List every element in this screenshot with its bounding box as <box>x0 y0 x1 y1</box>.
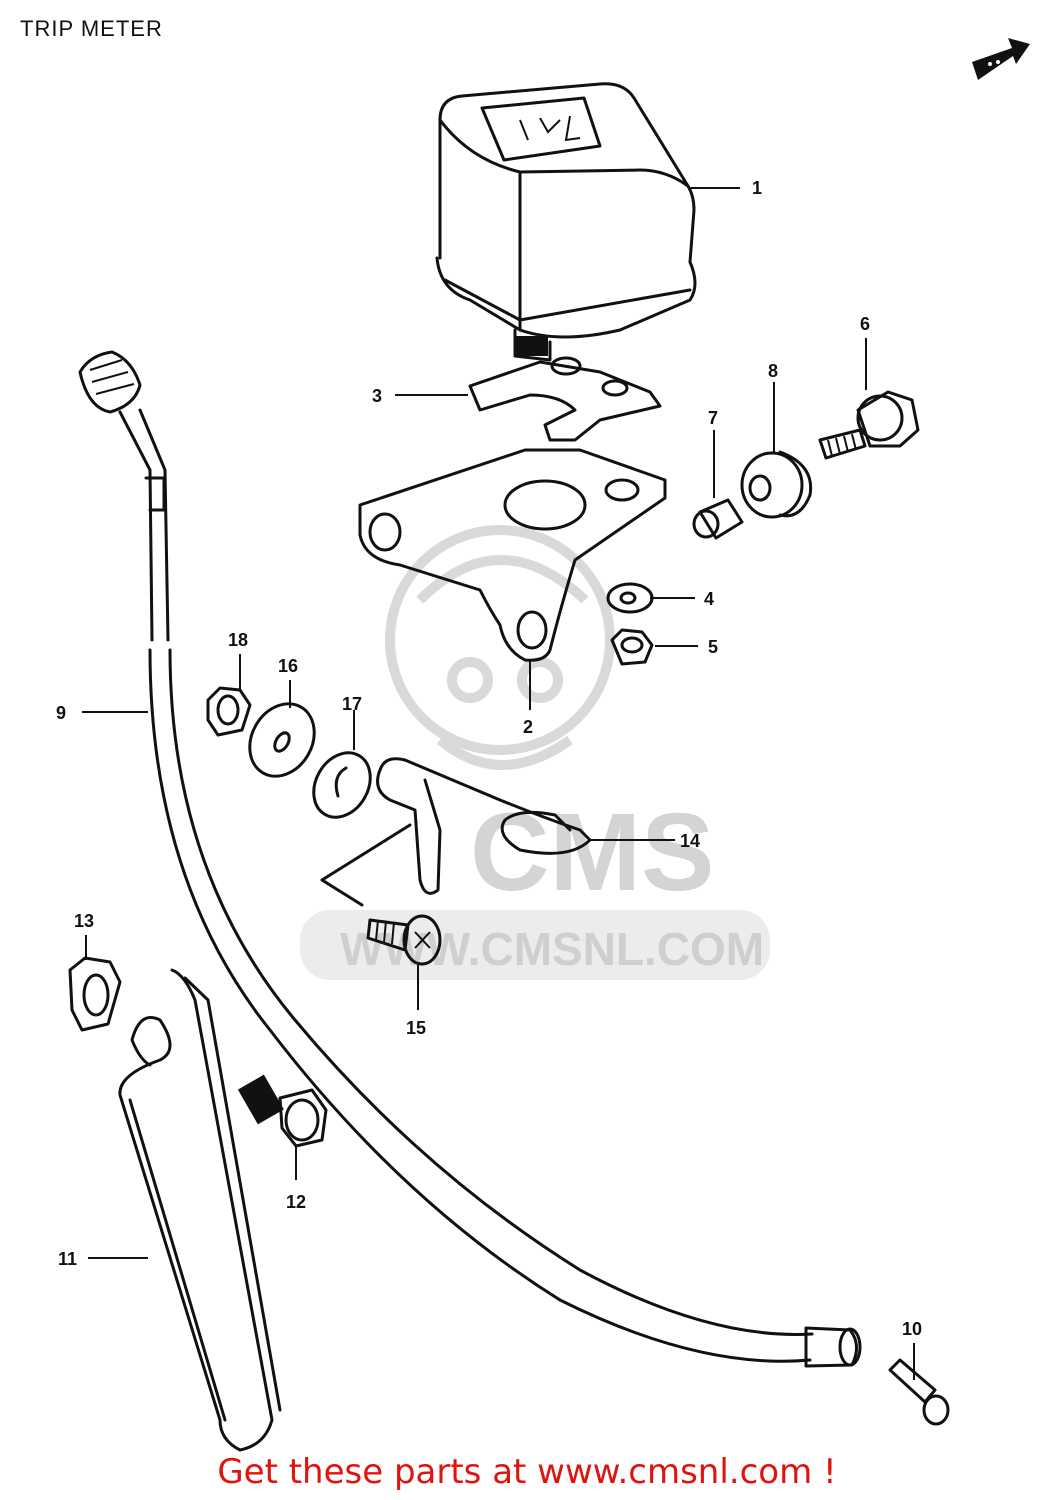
part-15-screw <box>366 914 442 966</box>
watermark-logo: CMS WWW.CMSNL.COM <box>300 525 770 980</box>
callout-6: 6 <box>860 314 870 334</box>
callout-5: 5 <box>708 637 718 657</box>
part-9-cable <box>78 350 862 1368</box>
callout-10: 10 <box>902 1319 922 1339</box>
callout-1: 1 <box>752 178 762 198</box>
front-direction-arrow-icon <box>972 38 1030 80</box>
watermark-brand: CMS <box>470 791 714 914</box>
part-14-spring-clip <box>320 757 592 907</box>
callout-labels: 1 2 3 4 5 6 7 8 9 10 11 12 13 14 15 16 1… <box>56 178 922 1339</box>
part-16-washer <box>248 702 316 778</box>
callout-17: 17 <box>342 694 362 714</box>
callout-13: 13 <box>74 911 94 931</box>
callout-16: 16 <box>278 656 298 676</box>
part-4-washer <box>606 582 654 614</box>
callout-7: 7 <box>708 408 718 428</box>
watermark-url: WWW.CMSNL.COM <box>340 923 764 975</box>
part-6-bolt <box>818 390 920 460</box>
callout-8: 8 <box>768 361 778 381</box>
part-1-trip-meter-housing <box>435 82 697 362</box>
part-7-spacer <box>692 498 744 540</box>
callout-4: 4 <box>704 589 714 609</box>
part-10-screw <box>888 1358 950 1426</box>
part-2-mounting-bracket <box>358 448 667 662</box>
footer-cta[interactable]: Get these parts at www.cmsnl.com ! <box>217 1452 837 1492</box>
page-title: TRIP METER <box>20 16 163 41</box>
callout-11: 11 <box>58 1249 77 1269</box>
callout-14: 14 <box>680 831 700 851</box>
callout-9: 9 <box>56 703 66 723</box>
part-5-nut <box>610 628 654 666</box>
callout-12: 12 <box>286 1192 306 1212</box>
callout-18: 18 <box>228 630 248 650</box>
callout-3: 3 <box>372 386 382 406</box>
part-12-bolt <box>237 1074 328 1148</box>
callout-2: 2 <box>523 717 533 737</box>
part-3-bracket <box>468 356 662 442</box>
leader-lines <box>82 187 915 1380</box>
part-13-nut <box>68 956 122 1032</box>
part-11-wire-bracket <box>118 968 282 1452</box>
callout-15: 15 <box>406 1018 426 1038</box>
part-18-nut <box>206 686 252 737</box>
part-17-clip <box>312 751 372 819</box>
part-8-grommet <box>740 450 813 519</box>
